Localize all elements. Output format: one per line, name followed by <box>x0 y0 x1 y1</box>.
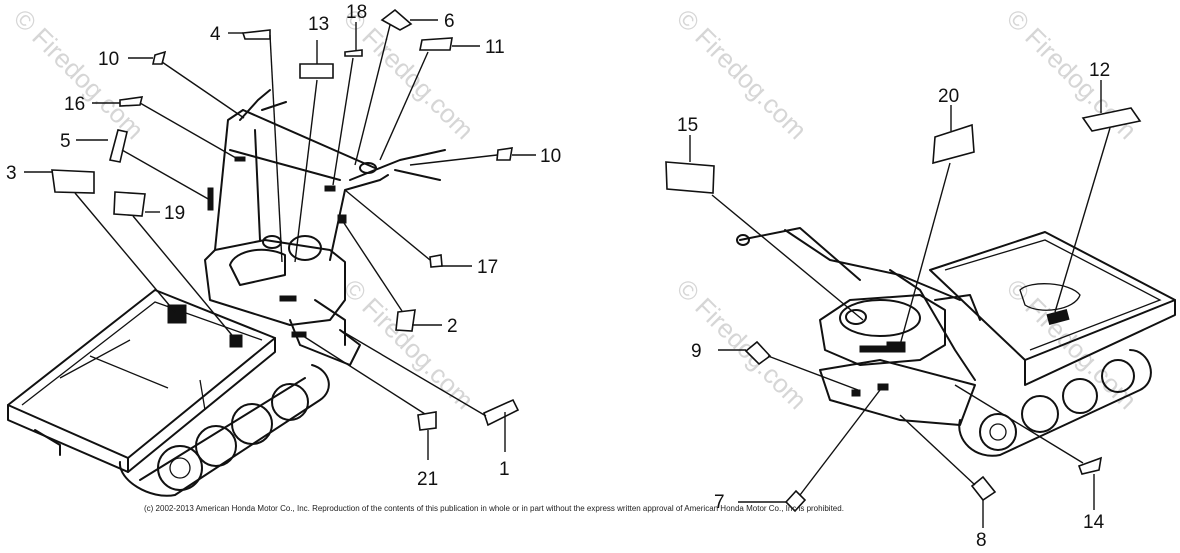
callout-number: 1 <box>499 459 510 480</box>
right-label-icons <box>665 107 1142 513</box>
callout-number: 10 <box>540 146 561 167</box>
watermark: © Firedog.com <box>8 3 150 145</box>
callout-number: 16 <box>64 94 85 115</box>
callout-number: 18 <box>346 2 367 23</box>
callout-number: 4 <box>210 24 221 45</box>
callout-number: 19 <box>164 203 185 224</box>
left-machine-drawing <box>7 89 446 497</box>
callout-number: 17 <box>477 257 498 278</box>
left-callouts: 4 13 18 6 11 10 16 5 3 19 10 17 2 21 1 <box>6 2 561 490</box>
callout-number: 12 <box>1089 60 1110 81</box>
right-callouts: 15 20 12 9 7 8 14 <box>677 60 1110 551</box>
callout-number: 20 <box>938 86 959 107</box>
right-leader-lines <box>689 80 1111 528</box>
callout-number: 13 <box>308 14 329 35</box>
callout-number: 7 <box>714 492 725 513</box>
callout-number: 3 <box>6 163 17 184</box>
callout-number: 21 <box>417 469 438 490</box>
right-machine-drawing <box>736 227 1176 457</box>
callout-number: 11 <box>485 37 505 58</box>
callout-number: 6 <box>444 11 455 32</box>
callout-number: 10 <box>98 49 119 70</box>
callout-number: 8 <box>976 530 987 551</box>
callout-number: 2 <box>447 316 458 337</box>
copyright-notice: (c) 2002-2013 American Honda Motor Co., … <box>144 504 844 513</box>
callout-number: 5 <box>60 131 71 152</box>
callout-number: 15 <box>677 115 698 136</box>
callout-number: 9 <box>691 341 702 362</box>
left-leader-lines <box>24 19 536 460</box>
callout-number: 14 <box>1083 512 1105 533</box>
left-label-icons <box>51 8 520 431</box>
